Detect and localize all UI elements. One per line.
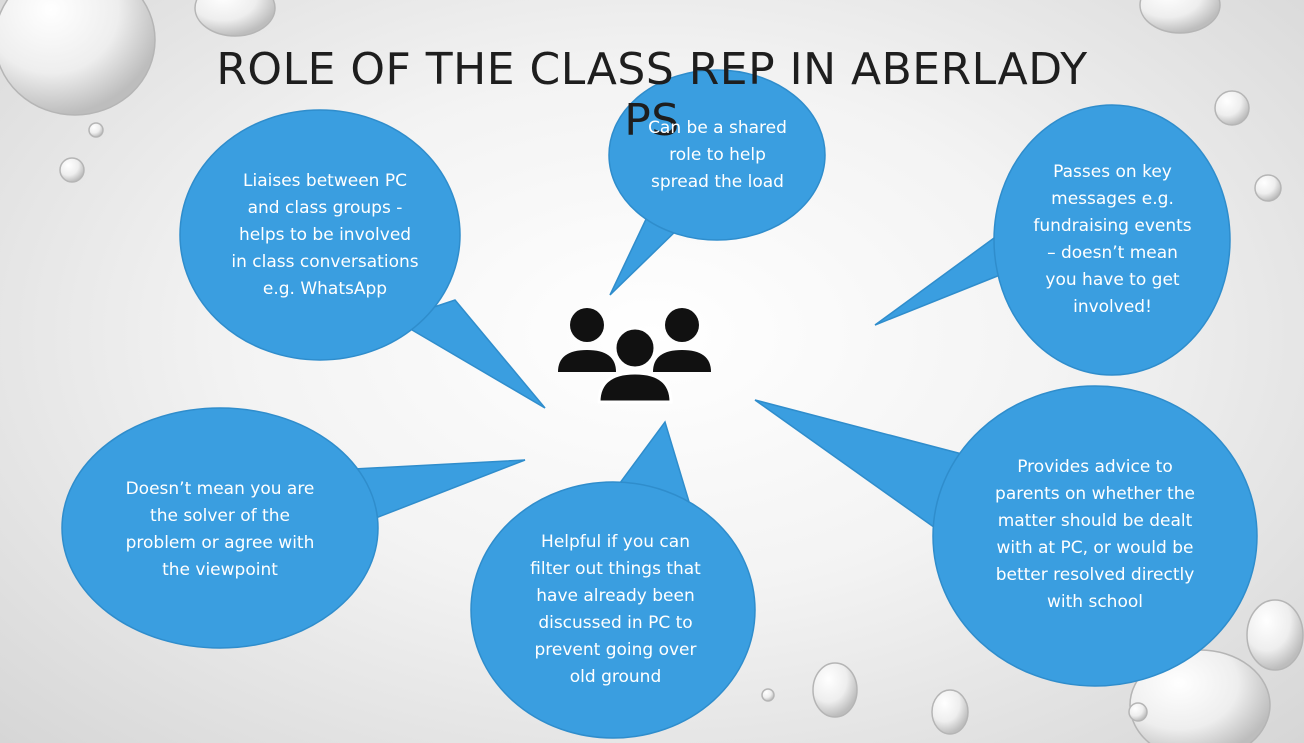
bubble-text-advice: Provides advice to parents on whether th… [995, 457, 1195, 612]
speech-bubble-shared [608, 69, 826, 296]
people-group-icon [558, 308, 711, 404]
bubble-text-shared: Can be a shared role to help spread the … [648, 117, 787, 192]
speech-bubble-filter [470, 420, 756, 739]
speech-bubble-passes [874, 104, 1231, 376]
bubble-text-passes: Passes on key messages e.g. fundraising … [1033, 162, 1192, 317]
bubble-text-liaises: Liaises between PC and class groups - he… [231, 170, 419, 299]
speech-bubble-liaises [179, 109, 546, 409]
speech-bubble-solver [61, 407, 526, 649]
bubble-text-filter: Helpful if you can filter out things tha… [530, 532, 701, 687]
speech-bubble-advice [754, 385, 1258, 687]
bubble-text-solver: Doesn’t mean you are the solver of the p… [125, 479, 315, 580]
slide-title: ROLE OF THE CLASS REP IN ABERLADY PS [216, 44, 1088, 146]
